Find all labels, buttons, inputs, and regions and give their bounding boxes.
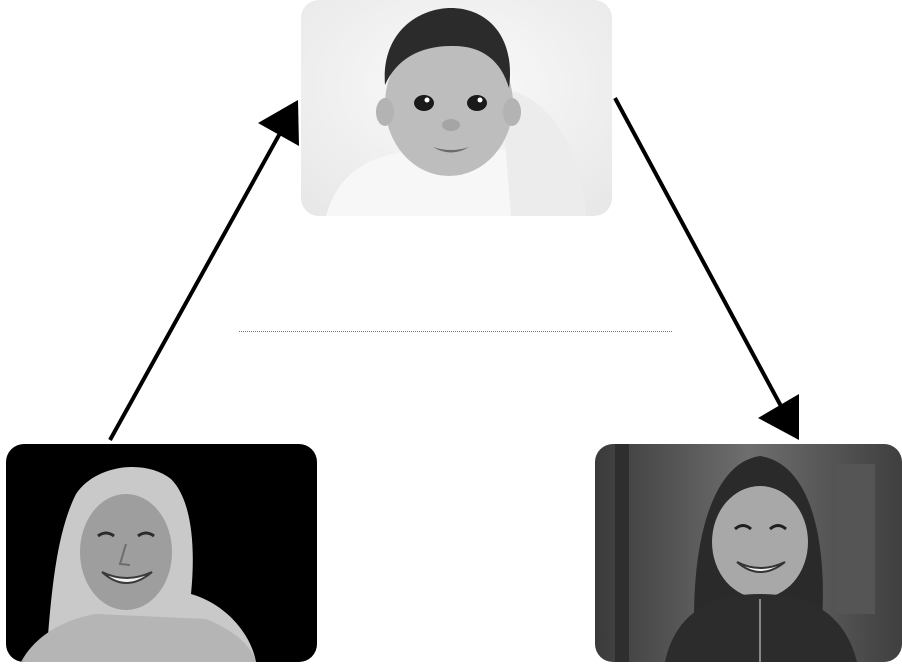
- arrowhead-elder-to-baby: [258, 100, 299, 146]
- arrow-elder-to-baby: [108, 125, 286, 441]
- young-girl-photo: [595, 444, 902, 662]
- arrowhead-baby-to-girl: [758, 394, 799, 440]
- arrow-baby-to-girl: [613, 97, 784, 409]
- dotted-divider: [239, 331, 672, 332]
- elderly-woman-photo: [6, 444, 317, 662]
- baby-photo: [301, 0, 612, 216]
